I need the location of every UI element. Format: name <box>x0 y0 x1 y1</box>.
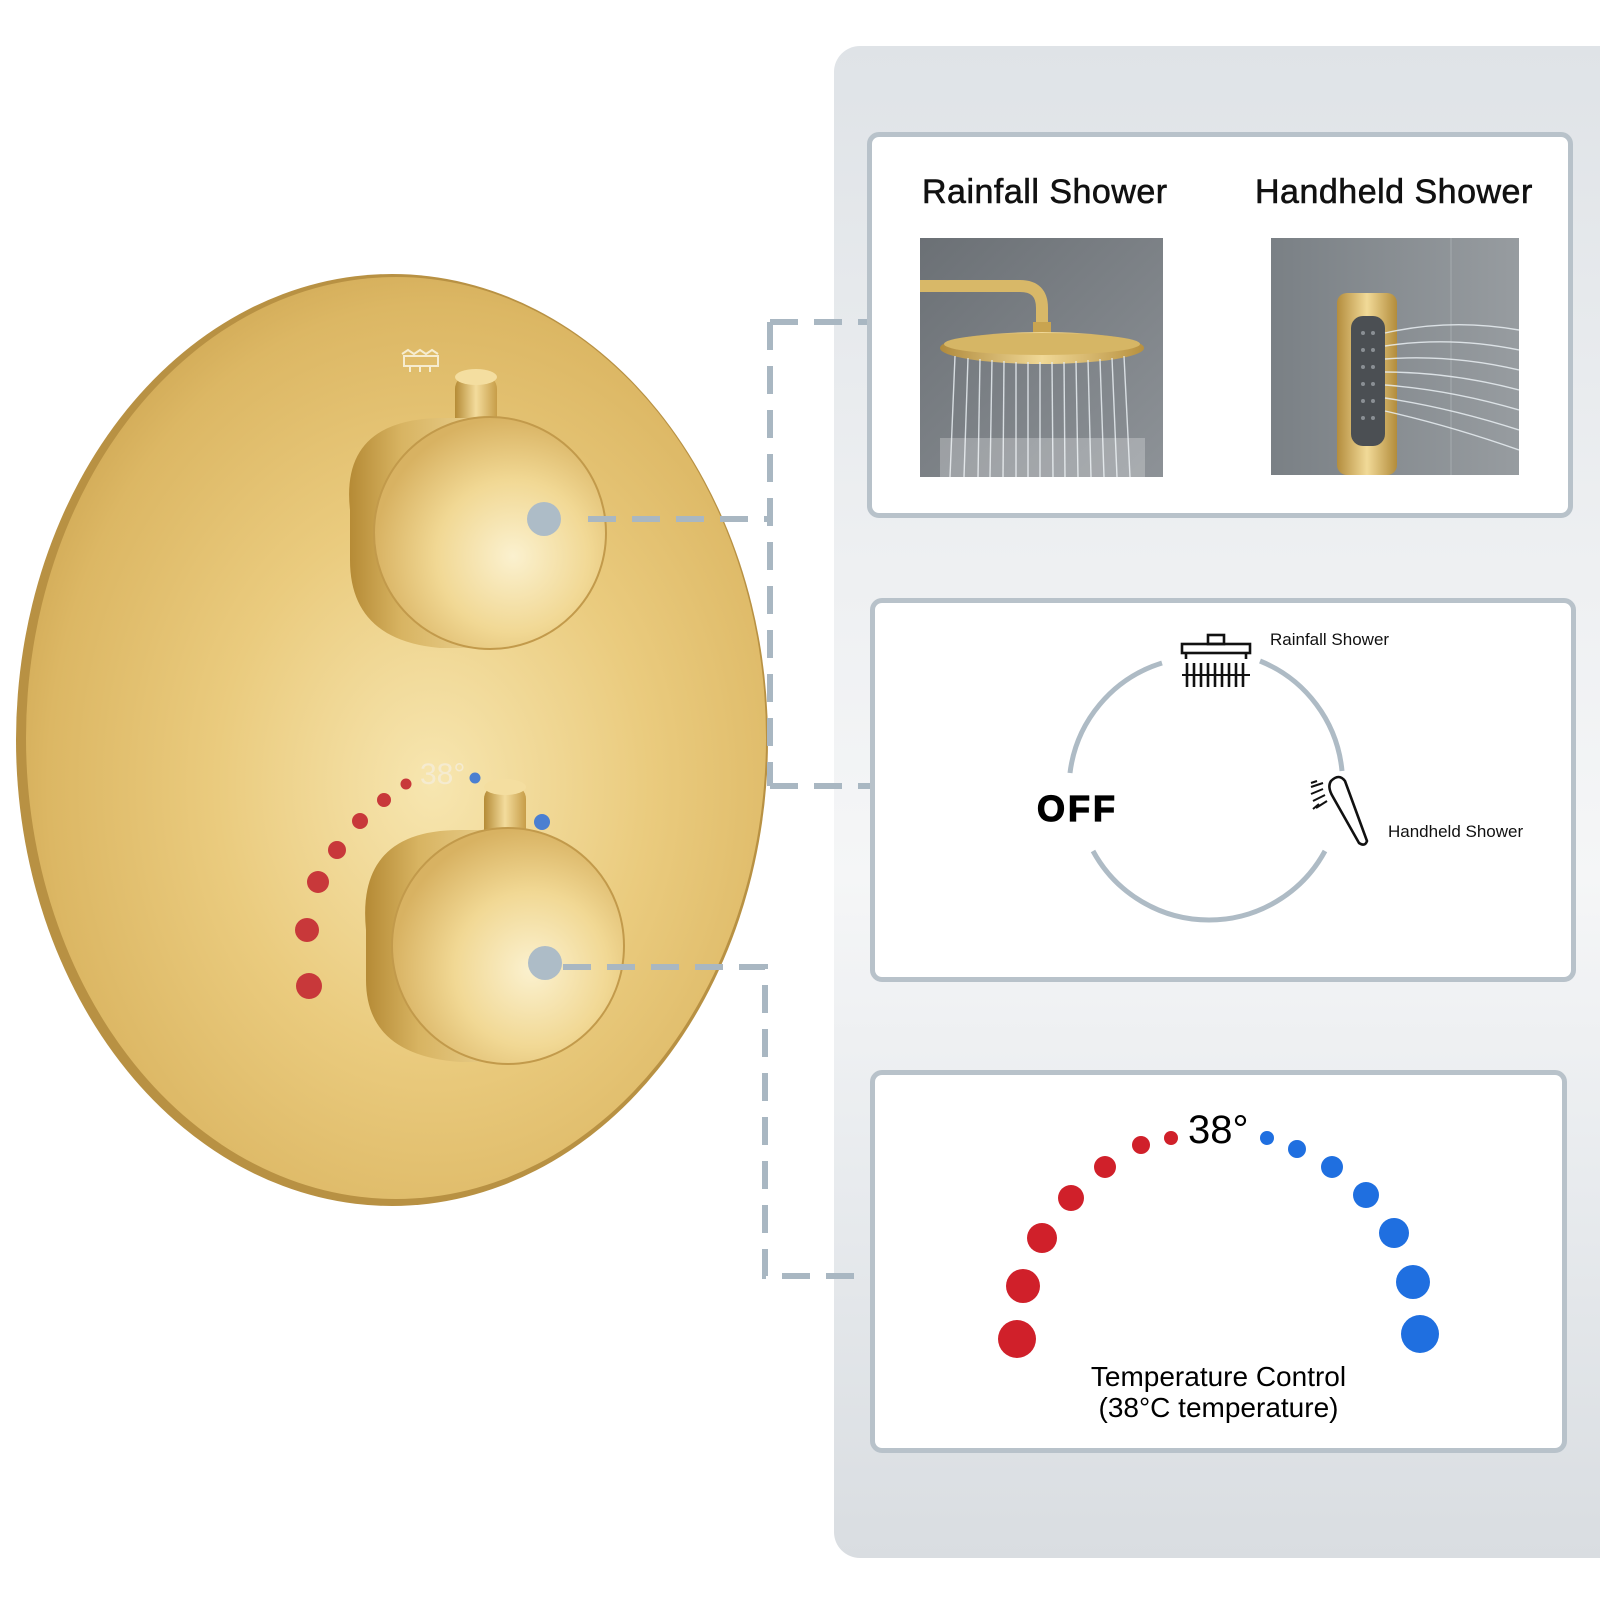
diverter-positions-card: Rainfall Shower Handheld Shower OFF <box>870 598 1576 982</box>
thermostat-knob[interactable] <box>365 779 625 1065</box>
rainfall-shower-icon <box>1180 633 1252 687</box>
handheld-shower-photo <box>1271 238 1519 475</box>
rainfall-shower-photo <box>920 238 1163 477</box>
diverter-dial-arc <box>1067 658 1345 923</box>
brand-logo-icon <box>401 348 439 372</box>
diverter-off-label: OFF <box>1036 787 1118 829</box>
temperature-value: 38° <box>1188 1108 1249 1152</box>
temperature-scale-dots <box>998 1131 1439 1358</box>
temperature-caption-line1: Temperature Control <box>1090 1361 1347 1392</box>
temperature-control-card: 38° Temperature Control (38°C temperatur… <box>870 1070 1567 1453</box>
diverter-rainfall-label: Rainfall Shower <box>1270 630 1390 649</box>
handheld-shower-title: Handheld Shower <box>1255 173 1533 212</box>
plate-dial-temperature: 38° <box>420 758 465 791</box>
diverter-knob[interactable] <box>349 369 607 650</box>
rainfall-shower-title: Rainfall Shower <box>922 173 1168 212</box>
handheld-shower-icon <box>1310 775 1369 846</box>
shower-modes-card: Rainfall Shower Handheld Shower <box>867 132 1573 518</box>
temperature-caption-line2: (38°C temperature) <box>1098 1392 1339 1423</box>
diverter-handheld-label: Handheld Shower <box>1388 822 1524 841</box>
thermostat-callout-pin <box>528 946 562 980</box>
diverter-callout-pin <box>527 502 561 536</box>
